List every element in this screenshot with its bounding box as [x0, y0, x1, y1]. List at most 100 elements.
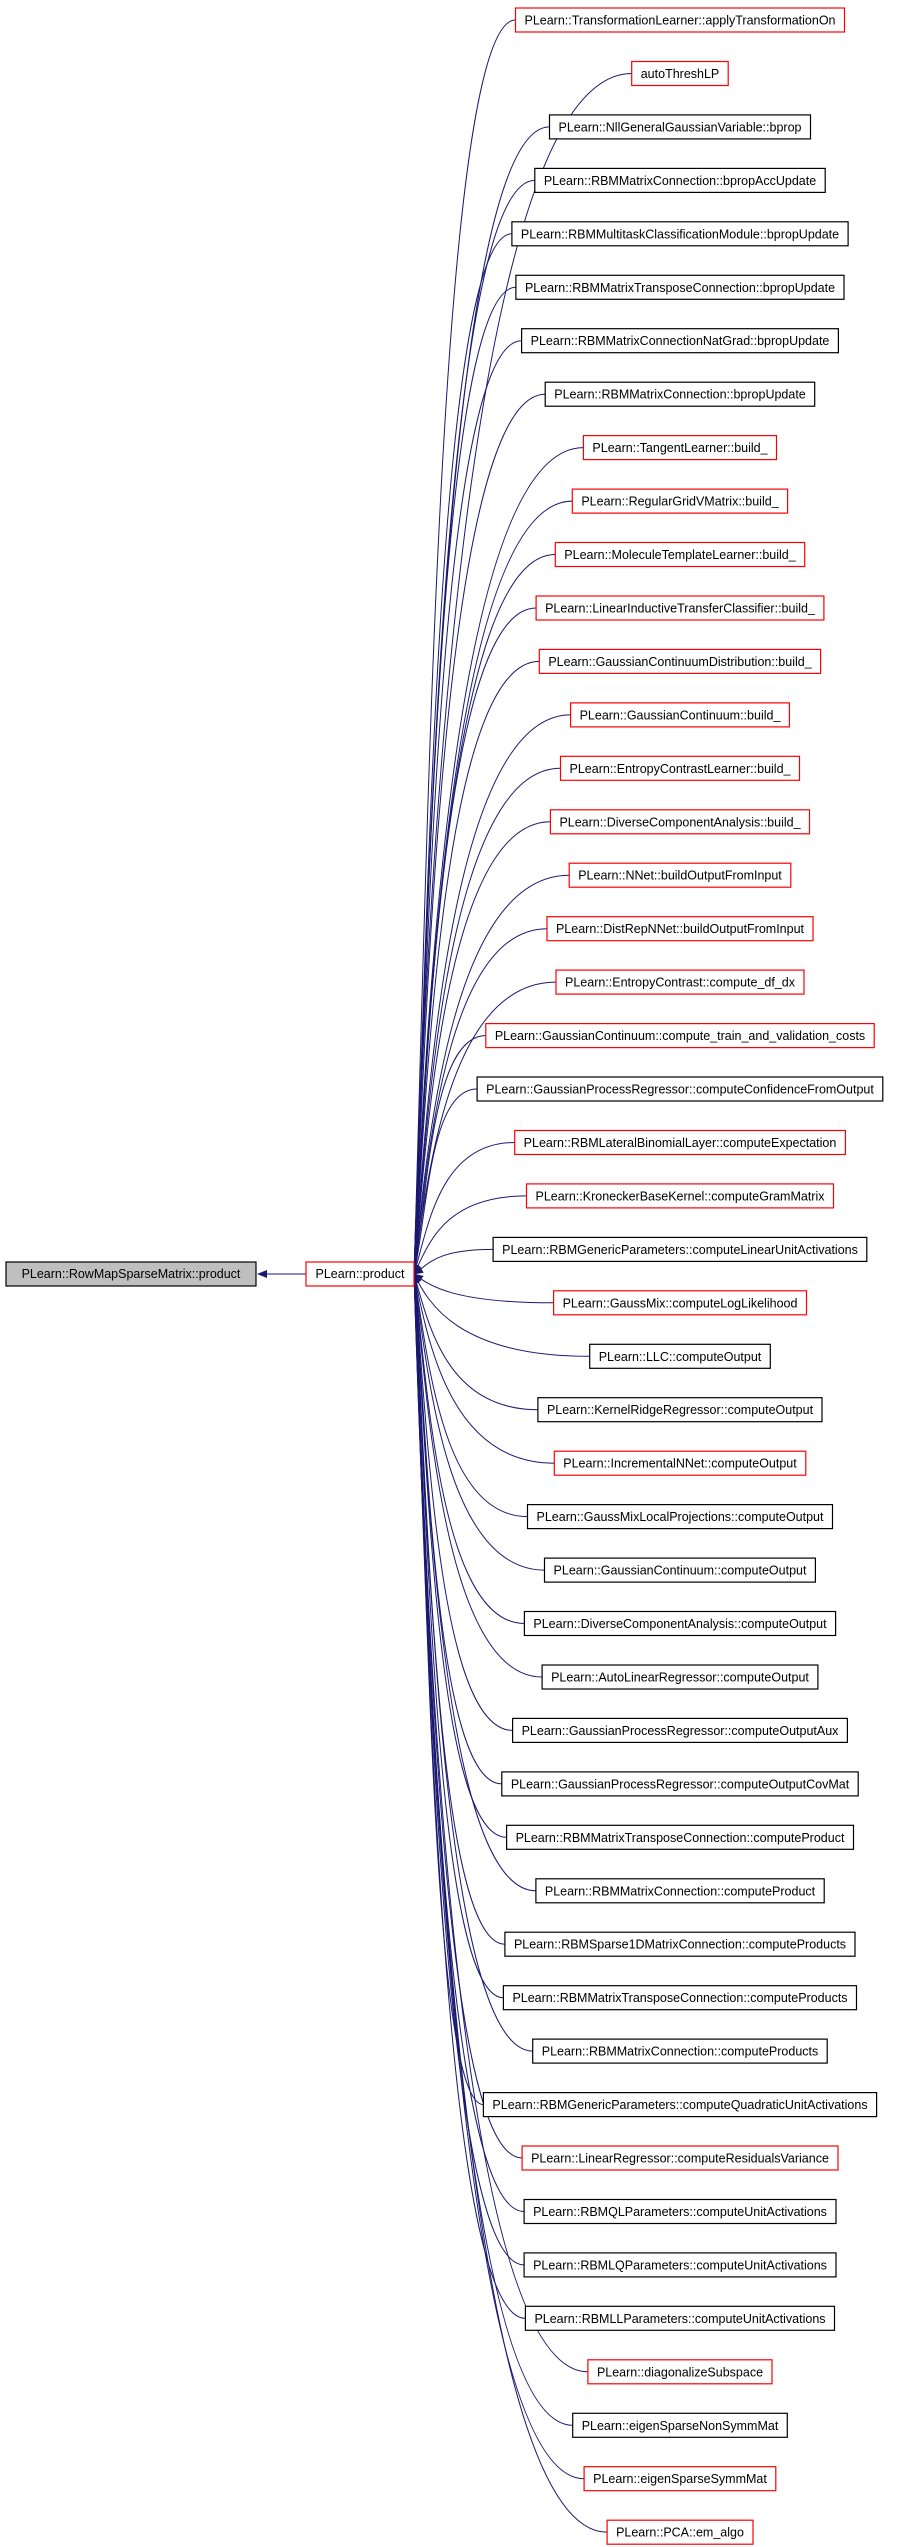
caller-node-box: [492, 1236, 868, 1263]
caller-node[interactable]: PLearn::NNet::buildOutputFromInput: [568, 862, 792, 888]
caller-node[interactable]: autoThreshLP: [631, 60, 729, 87]
caller-node[interactable]: PLearn::EntropyContrast::compute_df_dx: [555, 969, 805, 995]
caller-node[interactable]: PLearn::KernelRidgeRegressor::computeOut…: [537, 1397, 823, 1423]
caller-node-label: PLearn::RBMLQParameters::computeUnitActi…: [533, 2258, 827, 2272]
caller-node[interactable]: PLearn::RBMLateralBinomialLayer::compute…: [514, 1129, 847, 1156]
caller-node[interactable]: PLearn::RBMGenericParameters::computeLin…: [492, 1236, 868, 1263]
caller-node[interactable]: PLearn::GaussianProcessRegressor::comput…: [501, 1771, 859, 1797]
caller-node-label: PLearn::eigenSparseSymmMat: [593, 2472, 767, 2486]
caller-node[interactable]: PLearn::TransformationLearner::applyTran…: [514, 7, 846, 33]
caller-node-box: [523, 1610, 837, 1637]
caller-node[interactable]: PLearn::RegularGridVMatrix::build_: [571, 488, 789, 514]
caller-node-label: PLearn::RBMMatrixConnection::bpropAccUpd…: [544, 174, 816, 188]
caller-node[interactable]: PLearn::RBMSparse1DMatrixConnection::com…: [504, 1931, 856, 1957]
caller-node-label: PLearn::KroneckerBaseKernel::computeGram…: [535, 1189, 825, 1203]
caller-node[interactable]: PLearn::RBMMultitaskClassificationModule…: [511, 221, 849, 247]
caller-node[interactable]: PLearn::KroneckerBaseKernel::computeGram…: [525, 1183, 835, 1209]
edge-caller: [410, 1273, 533, 2052]
caller-node-box: [514, 1129, 847, 1156]
edge-caller: [410, 1273, 536, 1892]
caller-node[interactable]: PLearn::RBMMatrixConnection::computeProd…: [535, 1878, 825, 1904]
caller-node[interactable]: PLearn::RBMMatrixConnection::bpropUpdate: [544, 381, 816, 407]
caller-node[interactable]: PLearn::RBMMatrixTransposeConnection::co…: [506, 1824, 855, 1850]
center-node-box: [305, 1261, 415, 1287]
caller-node[interactable]: PLearn::GaussianContinuum::compute_train…: [485, 1022, 875, 1049]
caller-node[interactable]: PLearn::AutoLinearRegressor::computeOutp…: [541, 1664, 819, 1690]
caller-node[interactable]: PLearn::diagonalizeSubspace: [587, 2359, 773, 2385]
caller-node[interactable]: PLearn::MoleculeTemplateLearner::build_: [554, 541, 806, 568]
caller-node-label: PLearn::diagonalizeSubspace: [597, 2365, 763, 2379]
edge-caller: [411, 1273, 528, 1518]
caller-node-label: PLearn::KernelRidgeRegressor::computeOut…: [547, 1403, 814, 1417]
caller-node[interactable]: PLearn::RBMMatrixTransposeConnection::co…: [502, 1985, 858, 2011]
caller-node-label: PLearn::DiverseComponentAnalysis::build_: [559, 815, 801, 829]
root-node[interactable]: PLearn::RowMapSparseMatrix::product: [5, 1261, 257, 1287]
edge-caller: [411, 1273, 555, 1464]
caller-node[interactable]: PLearn::GaussMix::computeLogLikelihood: [552, 1290, 808, 1316]
caller-node[interactable]: PLearn::IncrementalNNet::computeOutput: [553, 1450, 807, 1476]
caller-node[interactable]: PLearn::EntropyContrastLearner::build_: [559, 755, 801, 781]
caller-node-box: [589, 1343, 771, 1369]
caller-node[interactable]: PLearn::RBMMatrixTransposeConnection::bp…: [515, 274, 845, 300]
caller-node-box: [504, 1931, 856, 1957]
caller-node-box: [553, 1450, 807, 1476]
caller-node[interactable]: PLearn::NllGeneralGaussianVariable::bpro…: [548, 114, 812, 140]
caller-node-box: [535, 595, 825, 621]
caller-node[interactable]: PLearn::GaussianProcessRegressor::comput…: [476, 1076, 884, 1102]
caller-node[interactable]: PLearn::DistRepNNet::buildOutputFromInpu…: [546, 916, 814, 942]
caller-node-label: PLearn::MoleculeTemplateLearner::build_: [564, 548, 796, 562]
caller-node-box: [538, 648, 822, 675]
caller-node-label: PLearn::PCA::em_algo: [616, 2526, 744, 2540]
caller-node[interactable]: PLearn::RBMGenericParameters::computeQua…: [482, 2092, 878, 2118]
edge-layer: [257, 19, 632, 2533]
caller-node[interactable]: PLearn::TangentLearner::build_: [582, 435, 778, 461]
caller-node-label: PLearn::GaussianContinuumDistribution::b…: [548, 655, 812, 669]
edge-caller: [410, 874, 570, 1275]
caller-node[interactable]: PLearn::RBMQLParameters::computeUnitActi…: [523, 2198, 837, 2225]
edge-caller: [410, 607, 537, 1275]
caller-node-label: PLearn::NllGeneralGaussianVariable::bpro…: [559, 120, 802, 134]
caller-node[interactable]: PLearn::DiverseComponentAnalysis::build_: [549, 809, 811, 835]
caller-node[interactable]: PLearn::RBMLQParameters::computeUnitActi…: [523, 2252, 837, 2278]
edge-caller: [413, 1248, 494, 1275]
caller-node[interactable]: PLearn::GaussianContinuum::computeOutput: [543, 1557, 816, 1583]
caller-node-box: [555, 969, 805, 995]
caller-node-box: [532, 2038, 828, 2064]
caller-node-box: [548, 114, 812, 140]
caller-node[interactable]: PLearn::eigenSparseSymmMat: [583, 2466, 777, 2492]
edge-caller: [410, 1273, 608, 2533]
caller-node[interactable]: PLearn::GaussMixLocalProjections::comput…: [526, 1503, 834, 1530]
caller-node-box: [525, 1183, 835, 1209]
center-node[interactable]: PLearn::product: [305, 1261, 415, 1287]
caller-node[interactable]: PLearn::DiverseComponentAnalysis::comput…: [523, 1610, 837, 1637]
caller-node[interactable]: PLearn::RBMMatrixConnection::computeProd…: [532, 2038, 828, 2064]
caller-node-box: [571, 488, 789, 514]
edge-caller: [410, 1273, 543, 1678]
caller-node-label: PLearn::DistRepNNet::buildOutputFromInpu…: [556, 922, 805, 936]
edge-caller: [410, 1273, 484, 2106]
caller-node-label: PLearn::GaussianContinuum::build_: [580, 708, 782, 722]
edge-caller: [413, 1273, 590, 1357]
caller-node-box: [568, 862, 792, 888]
caller-node-label: PLearn::RBMSparse1DMatrixConnection::com…: [514, 1938, 846, 1952]
caller-node-box: [631, 60, 729, 87]
edge-caller: [411, 1035, 486, 1275]
caller-node[interactable]: PLearn::eigenSparseNonSymmMat: [572, 2412, 788, 2438]
edge-caller: [410, 767, 561, 1275]
caller-node[interactable]: PLearn::LinearRegressor::computeResidual…: [521, 2145, 839, 2171]
caller-node-label: PLearn::GaussMix::computeLogLikelihood: [563, 1296, 798, 1310]
caller-node-label: PLearn::TransformationLearner::applyTran…: [524, 14, 835, 28]
caller-node[interactable]: PLearn::RBMMatrixConnectionNatGrad::bpro…: [520, 328, 839, 354]
center-node-label: PLearn::product: [316, 1267, 405, 1281]
caller-node[interactable]: PLearn::RBMLLParameters::computeUnitActi…: [524, 2305, 836, 2331]
caller-node[interactable]: PLearn::GaussianProcessRegressor::comput…: [511, 1717, 848, 1744]
caller-node[interactable]: PLearn::LinearInductiveTransferClassifie…: [535, 595, 825, 621]
caller-node-box: [526, 1503, 834, 1530]
caller-node[interactable]: PLearn::PCA::em_algo: [606, 2519, 754, 2545]
caller-node[interactable]: PLearn::LLC::computeOutput: [589, 1343, 771, 1369]
caller-node-label: PLearn::RBMMatrixTransposeConnection::co…: [512, 1991, 847, 2005]
caller-node[interactable]: PLearn::RBMMatrixConnection::bpropAccUpd…: [534, 167, 826, 193]
edge-caller: [410, 714, 571, 1275]
caller-node[interactable]: PLearn::GaussianContinuum::build_: [569, 702, 790, 728]
caller-node[interactable]: PLearn::GaussianContinuumDistribution::b…: [538, 648, 822, 675]
